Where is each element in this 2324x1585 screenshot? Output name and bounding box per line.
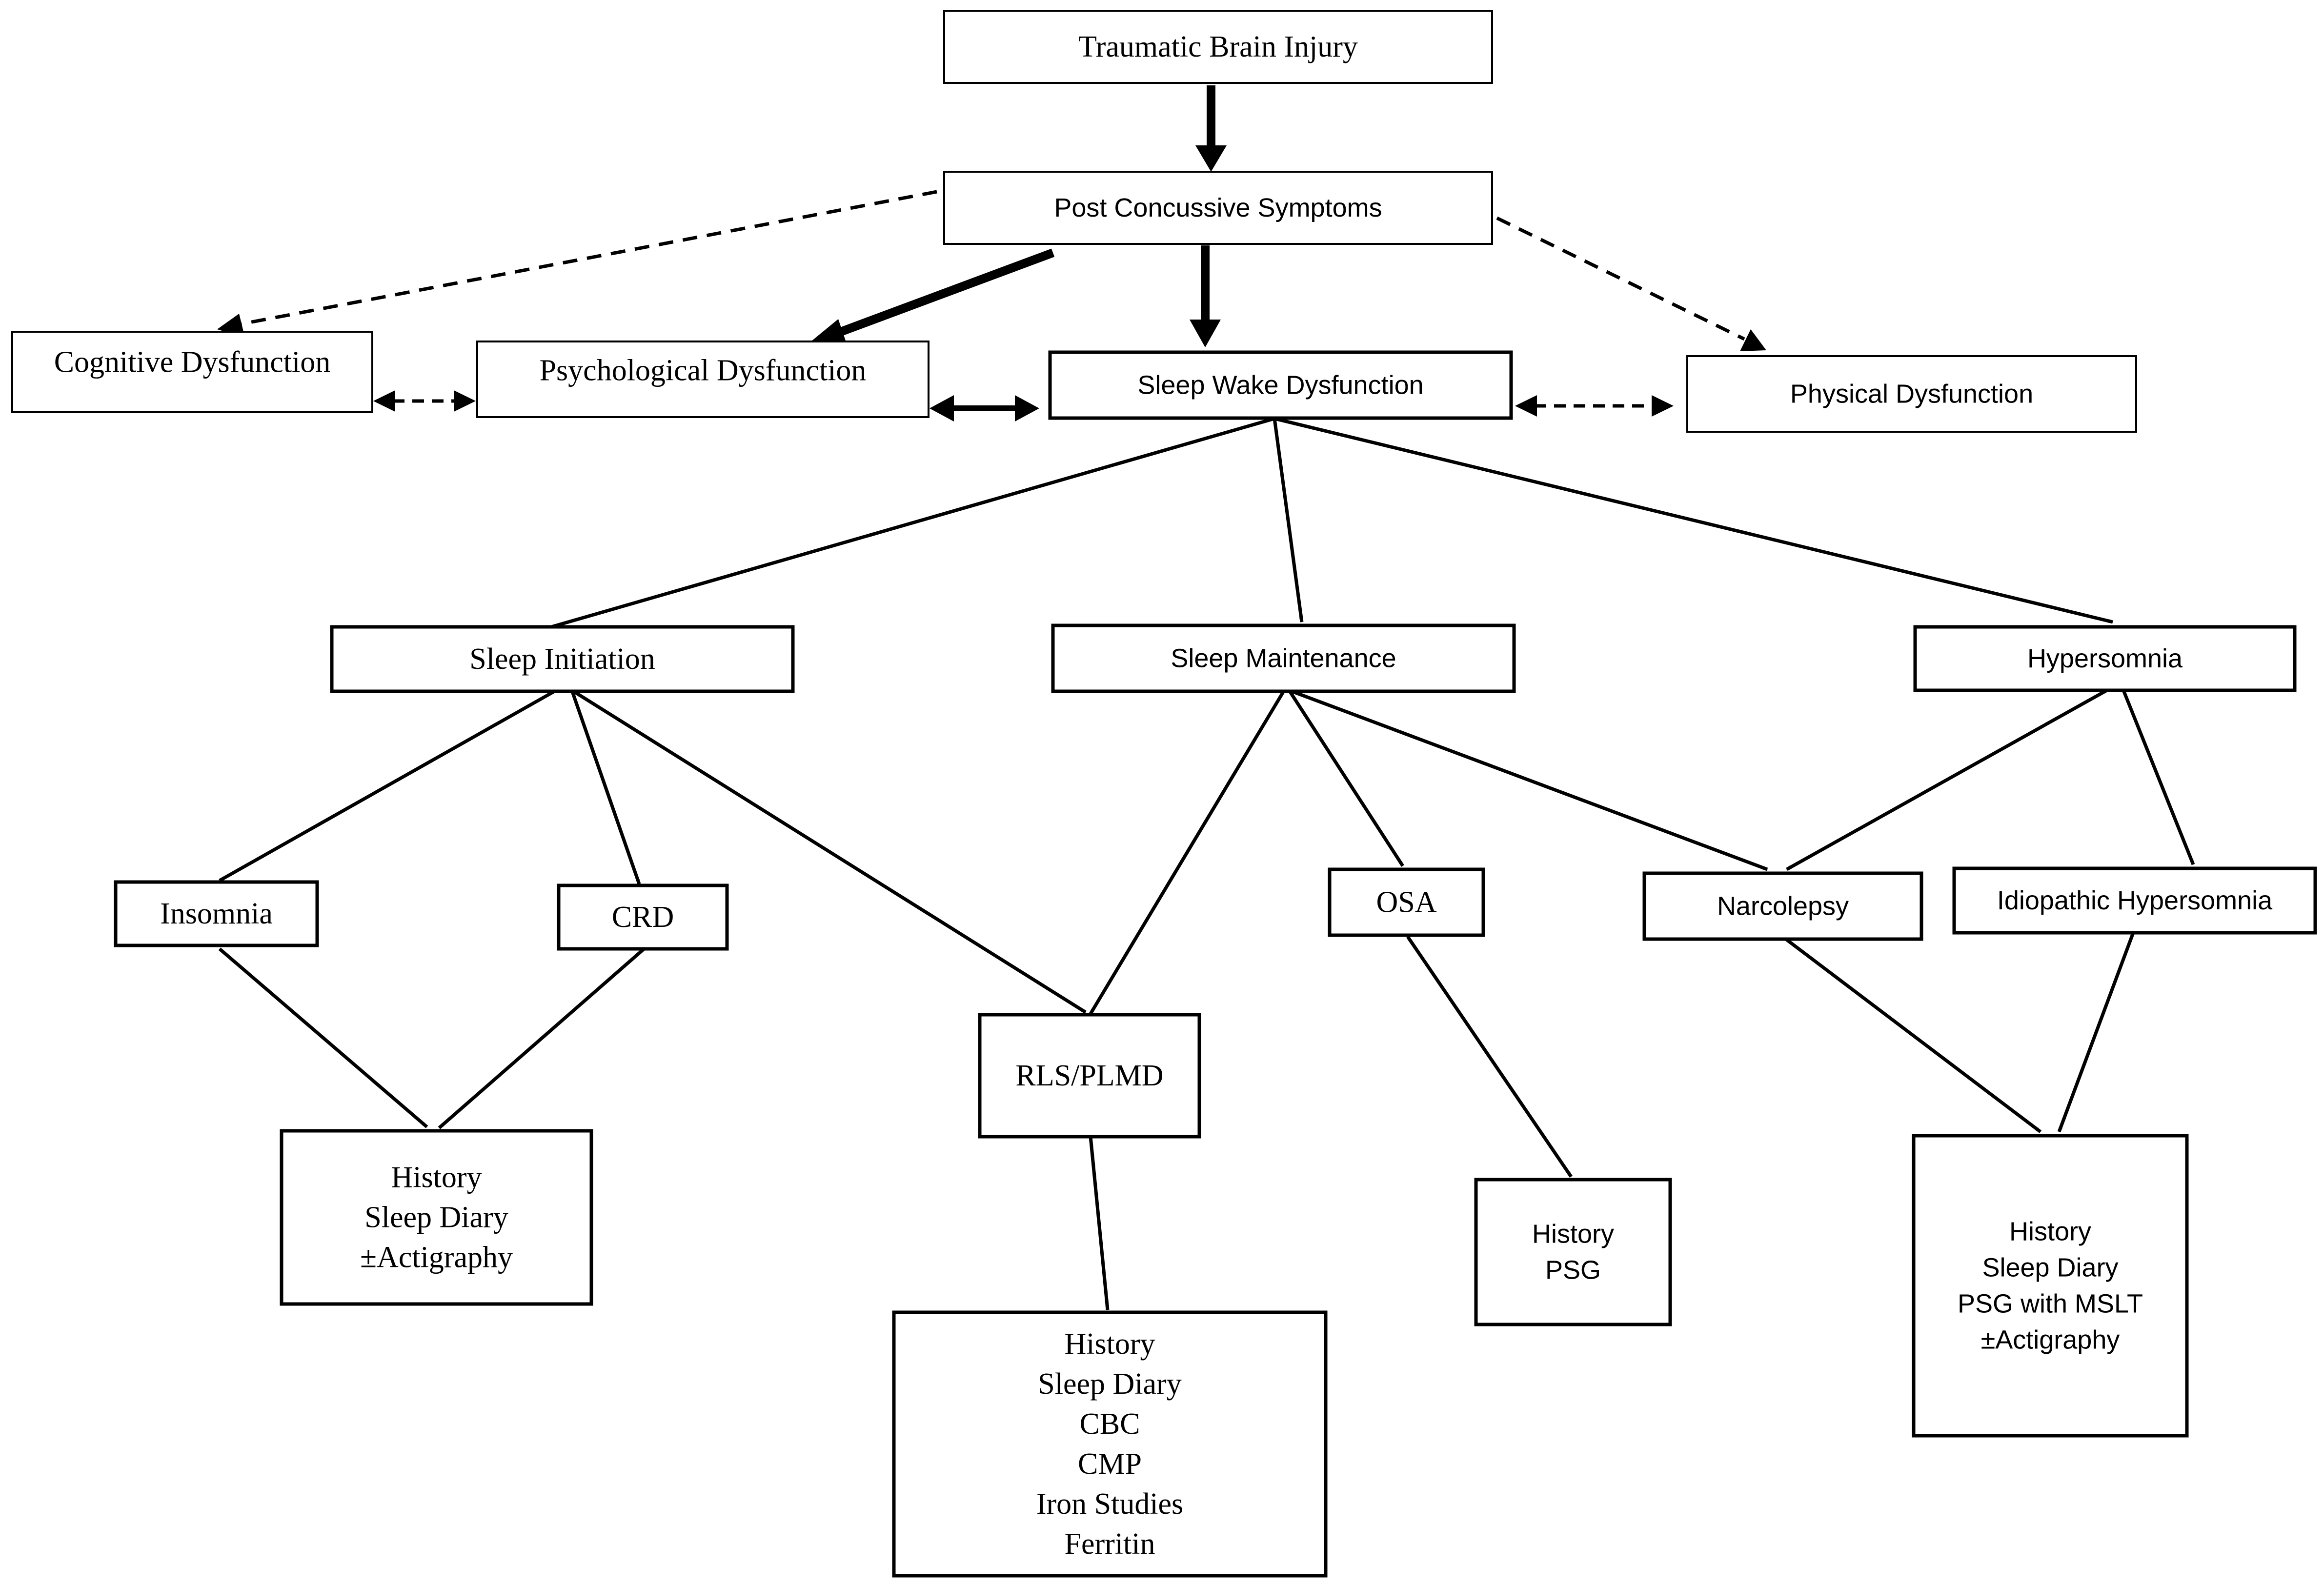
node-crd: CRD bbox=[557, 883, 729, 951]
node-workup-rls-label: Iron Studies bbox=[1036, 1487, 1183, 1521]
node-insomnia-box bbox=[114, 880, 319, 947]
node-workup-insomnia-crd-label: Sleep Diary bbox=[364, 1201, 508, 1234]
arrow-sleep-wake-to-maintenance bbox=[1273, 418, 1304, 622]
node-sleep-initiation-box bbox=[330, 625, 795, 693]
node-cognitive-box bbox=[11, 331, 373, 413]
node-sleep-initiation: Sleep Initiation bbox=[330, 625, 795, 693]
node-crd-box bbox=[557, 883, 729, 951]
node-pcs: Post Concussive Symptoms bbox=[943, 171, 1493, 245]
node-workup-rls-label: Ferritin bbox=[1065, 1527, 1155, 1561]
arrow-crd-to-workup bbox=[438, 947, 646, 1129]
node-physical-label: Physical Dysfunction bbox=[1790, 380, 2033, 409]
node-osa-box bbox=[1328, 867, 1485, 937]
node-workup-hypersomnia-box bbox=[1912, 1134, 2189, 1438]
node-sleep-maintenance-box bbox=[1051, 623, 1516, 693]
node-osa: OSA bbox=[1328, 867, 1485, 937]
arrow-insomnia-to-workup bbox=[218, 947, 428, 1128]
node-tbi-box bbox=[943, 10, 1493, 84]
node-pcs-label: Post Concussive Symptoms bbox=[1054, 193, 1382, 222]
node-physical: Physical Dysfunction bbox=[1686, 355, 2137, 433]
arrow-initiation-to-crd bbox=[570, 689, 641, 885]
node-psychological-box bbox=[476, 341, 930, 418]
node-sleep-wake-label: Sleep Wake Dysfunction bbox=[1137, 371, 1423, 400]
node-workup-rls-label: Sleep Diary bbox=[1038, 1367, 1181, 1401]
node-workup-insomnia-crd-label: History bbox=[391, 1161, 482, 1194]
node-workup-osa-label: PSG bbox=[1545, 1256, 1601, 1285]
node-workup-hypersomnia-label: ±Actigraphy bbox=[1981, 1325, 2120, 1355]
node-cognitive: Cognitive Dysfunction bbox=[11, 331, 373, 413]
arrow-sleep-wake-physical bbox=[1515, 395, 1674, 417]
arrow-maintenance-to-rls bbox=[1089, 689, 1286, 1015]
node-workup-hypersomnia-label: Sleep Diary bbox=[1982, 1253, 2118, 1283]
arrow-psychological-sleep-wake bbox=[930, 395, 1039, 421]
arrow-pcs-to-sleep-wake bbox=[1190, 245, 1221, 347]
node-rls-plmd: RLS/PLMD bbox=[978, 1013, 1201, 1139]
node-workup-rls-label: CBC bbox=[1079, 1407, 1140, 1441]
node-psychological: Psychological Dysfunction bbox=[476, 341, 930, 418]
node-idiopathic-box bbox=[1952, 866, 2317, 935]
arrow-hypersomnia-to-narcolepsy bbox=[1786, 688, 2108, 871]
arrow-maintenance-to-osa bbox=[1288, 689, 1404, 867]
node-workup-hypersomnia-label: History bbox=[2009, 1217, 2091, 1246]
node-rls-plmd-label: RLS/PLMD bbox=[1015, 1059, 1163, 1092]
node-workup-insomnia-crd-box bbox=[280, 1129, 593, 1306]
arrow-pcs-to-cognitive bbox=[217, 190, 937, 338]
arrow-sleep-wake-to-initiation bbox=[551, 417, 1275, 629]
arrow-maintenance-to-narcolepsy bbox=[1288, 688, 1768, 871]
node-rls-plmd-box bbox=[978, 1013, 1201, 1139]
node-pcs-box bbox=[943, 171, 1493, 245]
node-psychological-label: Psychological Dysfunction bbox=[540, 354, 867, 387]
arrow-narcolepsy-to-workup bbox=[1784, 938, 2042, 1133]
node-workup-rls-label: CMP bbox=[1078, 1447, 1142, 1481]
node-workup-rls-box bbox=[892, 1310, 1328, 1578]
node-workup-osa-label: History bbox=[1532, 1220, 1614, 1249]
node-sleep-wake: Sleep Wake Dysfunction bbox=[1048, 350, 1513, 420]
node-narcolepsy-label: Narcolepsy bbox=[1717, 892, 1849, 921]
node-narcolepsy-box bbox=[1642, 871, 1923, 941]
node-workup-insomnia-crd-label: ±Actigraphy bbox=[360, 1241, 513, 1274]
node-hypersomnia-label: Hypersomnia bbox=[2027, 644, 2183, 673]
arrow-cognitive-psychological bbox=[373, 390, 476, 412]
node-sleep-maintenance-label: Sleep Maintenance bbox=[1171, 644, 1396, 673]
node-tbi: Traumatic Brain Injury bbox=[943, 10, 1493, 84]
node-hypersomnia: Hypersomnia bbox=[1913, 625, 2297, 692]
connectors bbox=[217, 85, 2195, 1310]
arrow-rls-to-workup bbox=[1089, 1136, 1110, 1310]
arrow-osa-to-workup bbox=[1406, 936, 1573, 1178]
node-workup-osa-box bbox=[1474, 1178, 1672, 1326]
arrow-tbi-to-pcs bbox=[1195, 85, 1227, 172]
arrow-sleep-wake-to-hypersomnia bbox=[1274, 417, 2113, 624]
node-workup-hypersomnia-label: PSG with MSLT bbox=[1958, 1289, 2143, 1319]
node-osa-label: OSA bbox=[1376, 886, 1436, 919]
node-physical-box bbox=[1686, 355, 2137, 433]
node-insomnia: Insomnia bbox=[114, 880, 319, 947]
arrow-pcs-to-psychological bbox=[811, 248, 1055, 348]
node-workup-rls-label: History bbox=[1065, 1327, 1155, 1361]
arrow-pcs-to-physical bbox=[1496, 216, 1766, 351]
node-hypersomnia-box bbox=[1913, 625, 2297, 692]
node-insomnia-label: Insomnia bbox=[160, 897, 273, 930]
node-idiopathic: Idiopathic Hypersomnia bbox=[1952, 866, 2317, 935]
node-narcolepsy: Narcolepsy bbox=[1642, 871, 1923, 941]
arrow-idiopathic-to-workup bbox=[2057, 932, 2135, 1133]
node-sleep-wake-box bbox=[1048, 350, 1513, 420]
arrow-initiation-to-insomnia bbox=[219, 688, 557, 883]
arrow-hypersomnia-to-idiopathic bbox=[2122, 689, 2195, 865]
arrow-initiation-to-rls bbox=[571, 689, 1087, 1014]
node-idiopathic-label: Idiopathic Hypersomnia bbox=[1997, 886, 2273, 915]
node-sleep-initiation-label: Sleep Initiation bbox=[469, 642, 655, 676]
node-sleep-maintenance: Sleep Maintenance bbox=[1051, 623, 1516, 693]
node-crd-label: CRD bbox=[612, 901, 674, 934]
node-cognitive-label: Cognitive Dysfunction bbox=[54, 346, 331, 379]
node-tbi-label: Traumatic Brain Injury bbox=[1078, 30, 1358, 63]
